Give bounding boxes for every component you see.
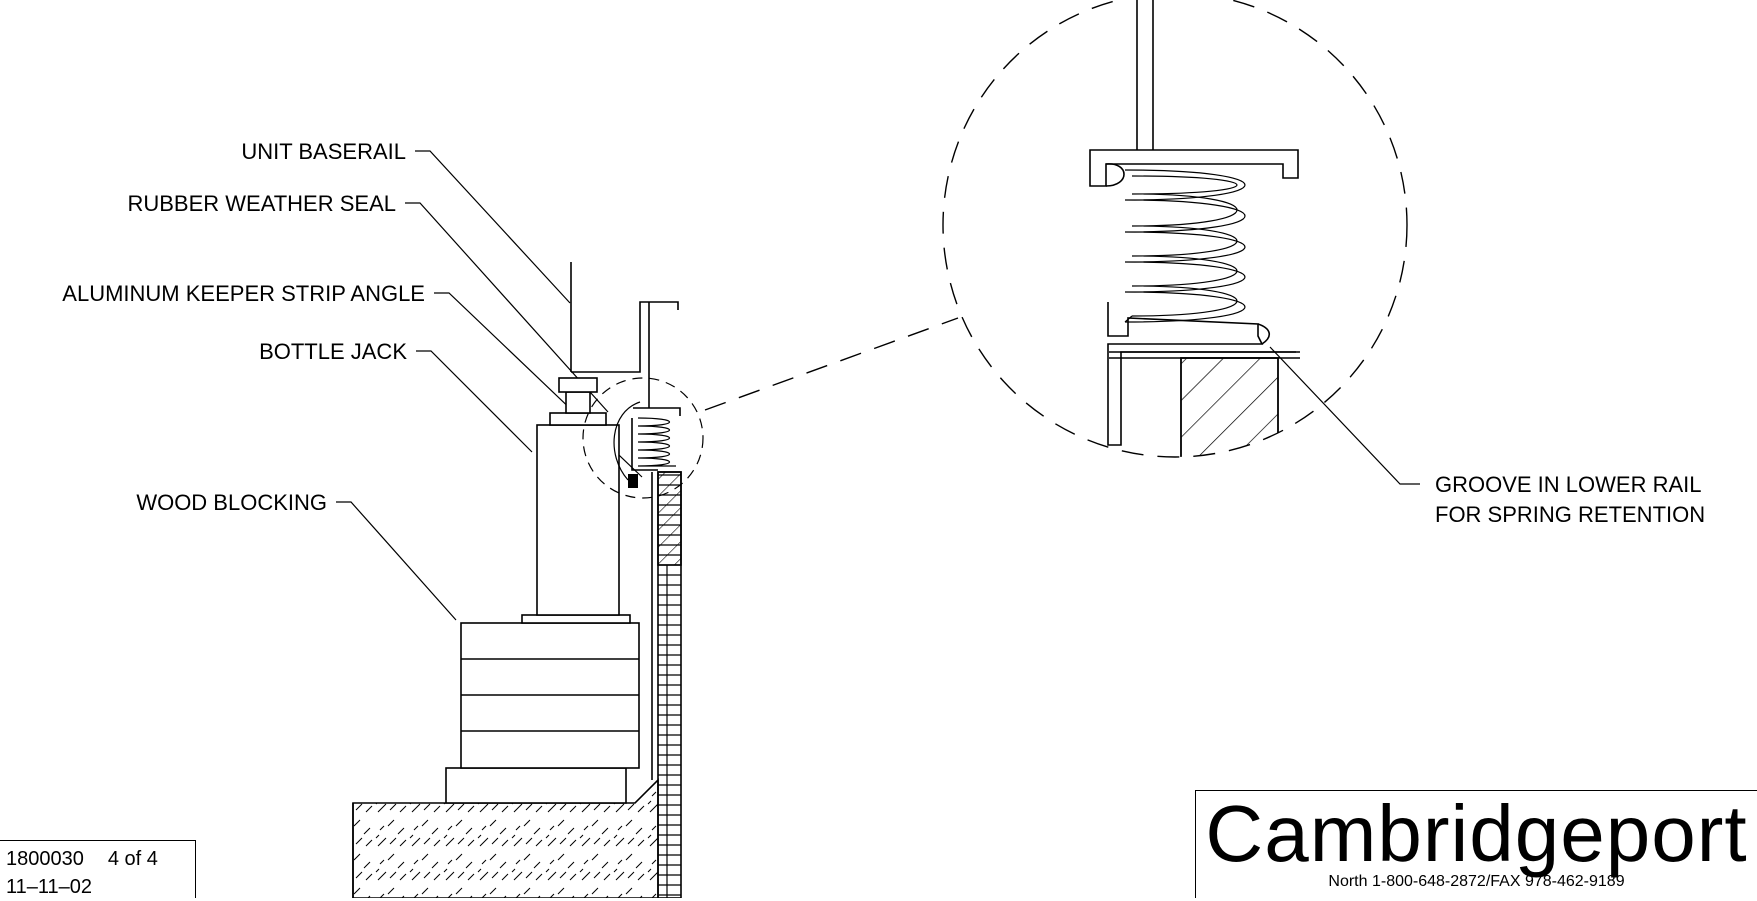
spring-seal-small	[637, 417, 676, 467]
leader-groove	[1269, 346, 1420, 485]
label-groove-line2: FOR SPRING RETENTION	[1435, 502, 1705, 527]
detail-connector	[704, 317, 959, 411]
wood-blocking	[445, 622, 640, 804]
drawing-date: 11–11–02	[6, 876, 93, 898]
label-groove-line1: GROOVE IN LOWER RAIL	[1435, 472, 1702, 497]
title-block: 1800030 4 of 4 11–11–02	[0, 840, 196, 898]
rubber-seal-small	[613, 401, 641, 481]
enlarged-detail	[1089, 0, 1300, 457]
drawing-number: 1800030	[6, 848, 84, 870]
curb-cap-hatched	[657, 471, 682, 566]
company-contact: North 1-800-648-2872/FAX 978-462-9189	[1328, 873, 1625, 890]
leader-lines	[336, 150, 643, 621]
leader-rubber-weather-seal	[405, 202, 609, 413]
keeper-fastener-small	[628, 474, 638, 488]
company-logo-block: Cambridgeport North 1-800-648-2872/FAX 9…	[1195, 790, 1757, 898]
unit-baserail	[570, 262, 681, 416]
label-unit-baserail: UNIT BASERAIL	[241, 139, 406, 164]
bottle-jack	[521, 377, 631, 624]
label-bottle-jack: BOTTLE JACK	[259, 339, 407, 364]
detail-circle-large	[942, 0, 1408, 458]
keeper-strip-small	[631, 418, 658, 471]
label-wood-blocking: WOOD BLOCKING	[136, 490, 327, 515]
leader-wood-blocking	[336, 501, 457, 621]
title-block-row-1: 1800030 4 of 4	[6, 845, 195, 873]
label-rubber-weather-seal: RUBBER WEATHER SEAL	[127, 191, 396, 216]
company-name: Cambridgeport	[1205, 789, 1748, 878]
sheet-number: 4 of 4	[107, 848, 158, 870]
leader-unit-baserail	[415, 150, 571, 304]
leader-bottle-jack	[416, 350, 533, 453]
label-aluminum-keeper-strip-angle: ALUMINUM KEEPER STRIP ANGLE	[62, 281, 425, 306]
detail-circle-small	[582, 377, 704, 499]
